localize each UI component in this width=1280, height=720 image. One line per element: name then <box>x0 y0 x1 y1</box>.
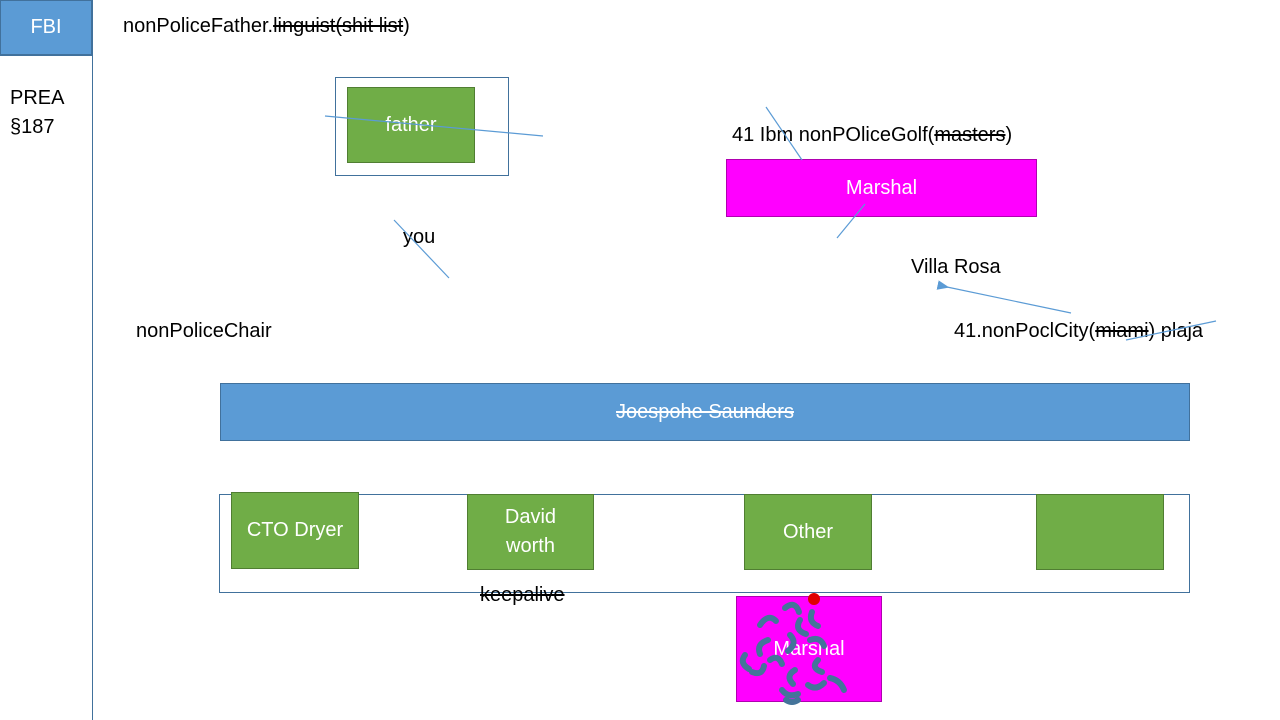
banner-text: Joespohe Saunders <box>616 400 794 423</box>
david-line1: David <box>504 506 557 528</box>
title-prefix: nonPoliceFather. <box>123 15 274 37</box>
marshal-bottom-box: Marshal <box>736 596 882 702</box>
city-suffix: ) plaja <box>1148 320 1204 342</box>
sidebar-border <box>92 0 93 720</box>
keepalive-label: keepalive <box>480 584 565 606</box>
sidebar-note-line2: §187 <box>10 116 55 138</box>
marshal-top-box: Marshal <box>726 159 1037 217</box>
golf-struck: masters <box>934 124 1006 146</box>
david-line2: worth <box>506 535 555 557</box>
villa-rosa-arrow <box>936 280 1072 314</box>
sidebar-note-line1: PREA <box>10 87 65 109</box>
chair-label: nonPoliceChair <box>136 320 272 342</box>
fbi-tag: FBI <box>0 0 92 55</box>
staff-row-outline <box>219 494 1190 593</box>
you-label: you <box>403 226 436 248</box>
city-struck: miami <box>1095 320 1149 342</box>
empty-box <box>1036 494 1164 570</box>
sidebar-divider <box>0 55 92 56</box>
title-struck: linguist(shit list <box>273 15 404 37</box>
villa-rosa-label: Villa Rosa <box>911 256 1001 278</box>
golf-label: 41 Ibm nonPOliceGolf(masters) <box>732 124 1012 147</box>
title-suffix: ) <box>403 15 410 37</box>
cto-dryer-box: CTO Dryer <box>231 492 359 569</box>
city-label: 41.nonPoclCity(miami) plaja <box>954 320 1203 343</box>
golf-suffix: ) <box>1005 124 1013 146</box>
page-title: nonPoliceFather.linguist(shit list) <box>123 15 410 38</box>
david-worth-box: David worth <box>467 494 594 570</box>
father-box: father <box>347 87 475 163</box>
sidebar-note: PREA §187 <box>10 84 64 142</box>
saunders-banner: Joespohe Saunders <box>220 383 1190 441</box>
golf-prefix: 41 Ibm nonPOliceGolf( <box>732 124 935 146</box>
city-prefix: 41.nonPoclCity( <box>954 320 1096 342</box>
other-box: Other <box>744 494 872 570</box>
